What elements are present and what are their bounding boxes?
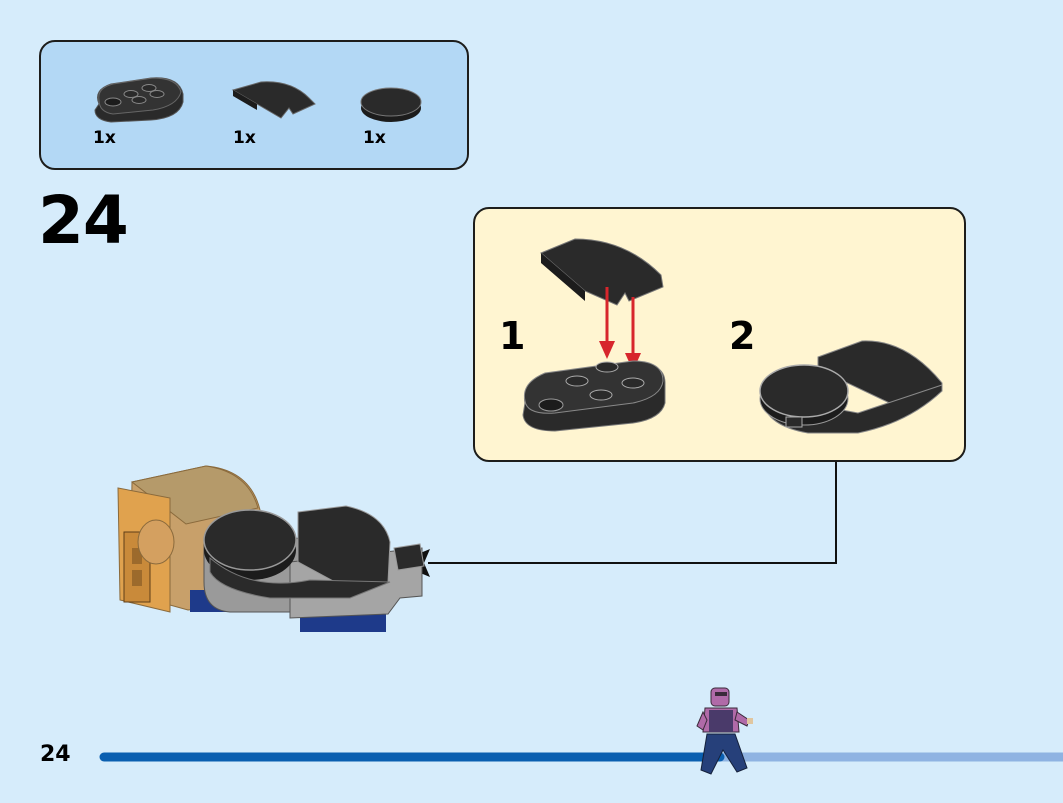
substep-2-assembly-illustration: [759, 340, 943, 434]
main-model-illustration: [117, 465, 425, 632]
part-3-quantity: 1x: [363, 128, 386, 148]
page-number: 24: [40, 742, 71, 767]
part-2-quantity: 1x: [233, 128, 256, 148]
part-1-quantity: 1x: [93, 128, 116, 148]
parts-list-box: 1x 1x 1x: [39, 40, 469, 170]
curved-tile-part-icon: [231, 81, 316, 119]
substep-1-number: 1: [499, 314, 526, 358]
substep-callout-box: 1 2: [473, 207, 966, 462]
step-number: 24: [38, 182, 129, 259]
substep-1-assembly-illustration: [522, 238, 666, 432]
minifigure-progress-marker-icon: [696, 687, 753, 775]
round-tile-part-icon: [360, 87, 422, 122]
substep-2-number: 2: [729, 314, 756, 358]
plate-round-end-part-icon: [94, 77, 184, 123]
